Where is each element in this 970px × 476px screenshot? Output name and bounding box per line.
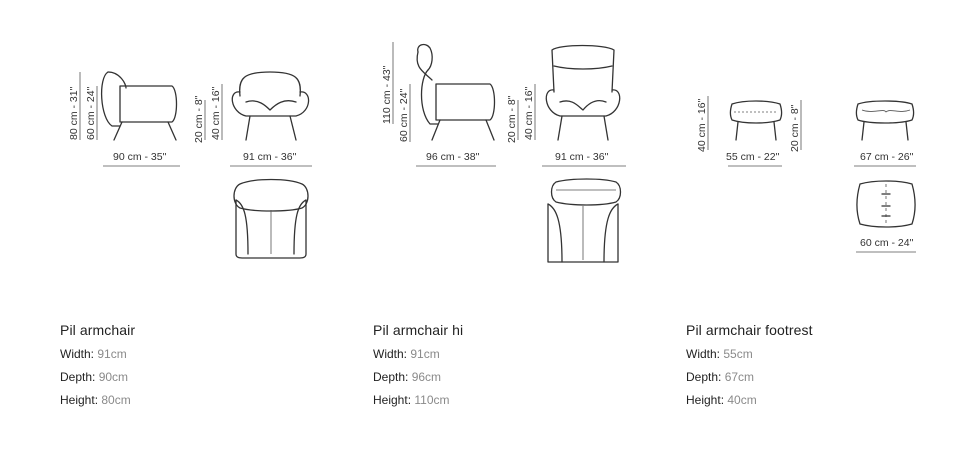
spec-height: Height: 80cm — [60, 393, 131, 407]
product-name: Pil armchair footrest — [686, 322, 813, 338]
dim-hi-depth: 96 cm - 38" — [426, 151, 480, 163]
product-pil-armchair-hi: Pil armchair hi Width: 91cm Depth: 96cm … — [373, 322, 653, 416]
dim-hi-width: 91 cm - 36" — [555, 151, 609, 163]
dim-footrest-depth: 67 cm - 26" — [860, 151, 914, 163]
dim-arm-height-2: 40 cm - 16" — [210, 86, 222, 140]
dim-height-total: 80 cm - 31" — [68, 86, 80, 140]
dim-hi-arm-height-1: 20 cm - 8" — [506, 95, 518, 143]
dim-depth: 90 cm - 35" — [113, 151, 167, 163]
footrest-front-view: 20 cm - 8" 67 cm - 26" — [789, 100, 916, 167]
dim-footrest-width: 55 cm - 22" — [726, 151, 780, 163]
spec-height: Height: 40cm — [686, 393, 757, 407]
dim-footrest-side-height: 20 cm - 8" — [789, 104, 801, 152]
spec-width: Width: 91cm — [373, 347, 440, 361]
product-pil-armchair-footrest: Pil armchair footrest Width: 55cm Depth:… — [686, 322, 966, 416]
dim-seat-height: 60 cm - 24" — [85, 86, 97, 140]
spec-width: Width: 91cm — [60, 347, 127, 361]
armchair-hi-side-view: 110 cm - 43" 60 cm - 24" 96 cm - 38" — [381, 42, 496, 167]
dim-arm-height-1: 20 cm - 8" — [193, 95, 205, 143]
product-name: Pil armchair — [60, 322, 136, 338]
spec-depth: Depth: 90cm — [60, 370, 129, 384]
spec-height: Height: 110cm — [373, 393, 450, 407]
spec-depth: Depth: 96cm — [373, 370, 442, 384]
dim-hi-arm-height-2: 40 cm - 16" — [523, 86, 535, 140]
armchair-side-view: 80 cm - 31" 60 cm - 24" 90 cm - 35" — [68, 71, 180, 167]
dim-hi-height-total: 110 cm - 43" — [381, 65, 393, 124]
dim-footrest-height: 40 cm - 16" — [696, 98, 708, 152]
dim-width: 91 cm - 36" — [243, 151, 297, 163]
product-pil-armchair: Pil armchair Width: 91cm Depth: 90cm Hei… — [60, 322, 340, 416]
armchair-hi-top-view — [547, 178, 622, 263]
spec-width: Width: 55cm — [686, 347, 753, 361]
armchair-front-view: 20 cm - 8" 40 cm - 16" 91 cm - 36" — [193, 71, 312, 167]
technical-drawings: 80 cm - 31" 60 cm - 24" 90 cm - 35" 20 c… — [68, 42, 916, 263]
footrest-top-view: 60 cm - 24" — [856, 180, 916, 253]
dim-footrest-top-width: 60 cm - 24" — [860, 237, 914, 249]
footrest-side-view: 40 cm - 16" 55 cm - 22" — [696, 96, 783, 167]
dim-hi-seat-height: 60 cm - 24" — [398, 88, 410, 142]
product-name: Pil armchair hi — [373, 322, 464, 338]
spec-depth: Depth: 67cm — [686, 370, 755, 384]
armchair-top-view — [233, 178, 309, 259]
armchair-hi-front-view: 20 cm - 8" 40 cm - 16" 91 cm - 36" — [506, 44, 626, 167]
